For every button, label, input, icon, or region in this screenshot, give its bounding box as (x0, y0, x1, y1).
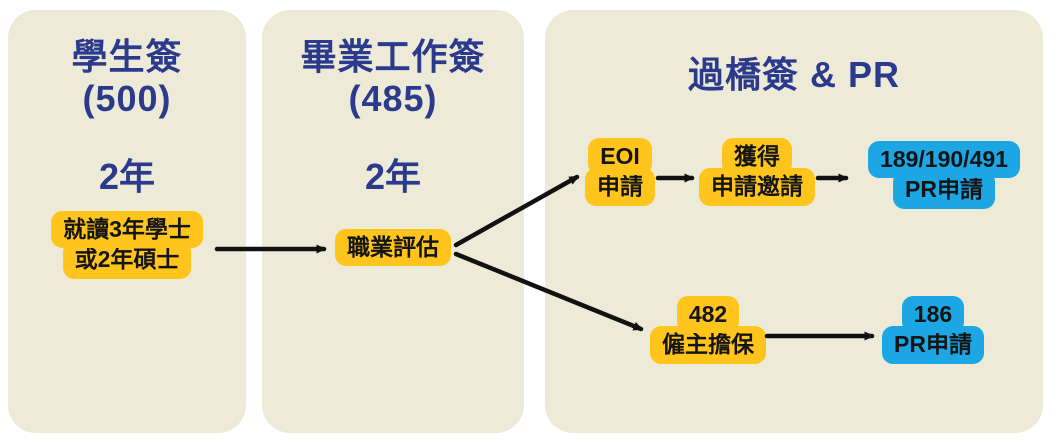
node-line: 189/190/491 (868, 141, 1020, 179)
node-line: 186 (901, 296, 965, 334)
node-line: 就讀3年學士 (51, 211, 203, 249)
node-skills-assessment: 職業評估 (335, 229, 451, 267)
node-eoi-application: EOI 申請 (585, 138, 655, 206)
graduate-panel-title: 畢業工作簽 (485) (262, 36, 524, 121)
graduate-duration: 2年 (364, 156, 422, 197)
node-invitation: 獲得 申請邀請 (699, 138, 815, 206)
node-line: EOI (588, 138, 652, 176)
student-title-text: 學生簽 (71, 36, 183, 77)
student-panel-title: 學生簽 (500) (8, 36, 246, 121)
graduate-visa-code: (485) (348, 78, 438, 120)
node-line: 職業評估 (335, 229, 451, 267)
bridging-panel-title: 過橋簽 & PR (687, 54, 900, 95)
student-visa-code: (500) (82, 78, 172, 120)
panel-graduate-work-visa: 畢業工作簽 (485) 2年 職業評估 (262, 10, 524, 433)
graduate-title-text: 畢業工作簽 (300, 36, 486, 77)
node-line: 482 (676, 296, 740, 334)
node-study-requirement: 就讀3年學士 或2年碩士 (51, 211, 203, 279)
node-line: 獲得 (722, 138, 792, 176)
node-employer-sponsor: 482 僱主擔保 (650, 296, 766, 364)
node-pr-employer: 186 PR申請 (882, 296, 984, 364)
node-pr-skilled: 189/190/491 PR申請 (868, 141, 1020, 209)
panel-student-visa: 學生簽 (500) 2年 就讀3年學士 或2年碩士 (8, 10, 246, 433)
student-duration: 2年 (98, 156, 156, 197)
panel-bridging-pr: 過橋簽 & PR EOI 申請 獲得 申請邀請 189/190/491 PR申請… (545, 10, 1043, 433)
